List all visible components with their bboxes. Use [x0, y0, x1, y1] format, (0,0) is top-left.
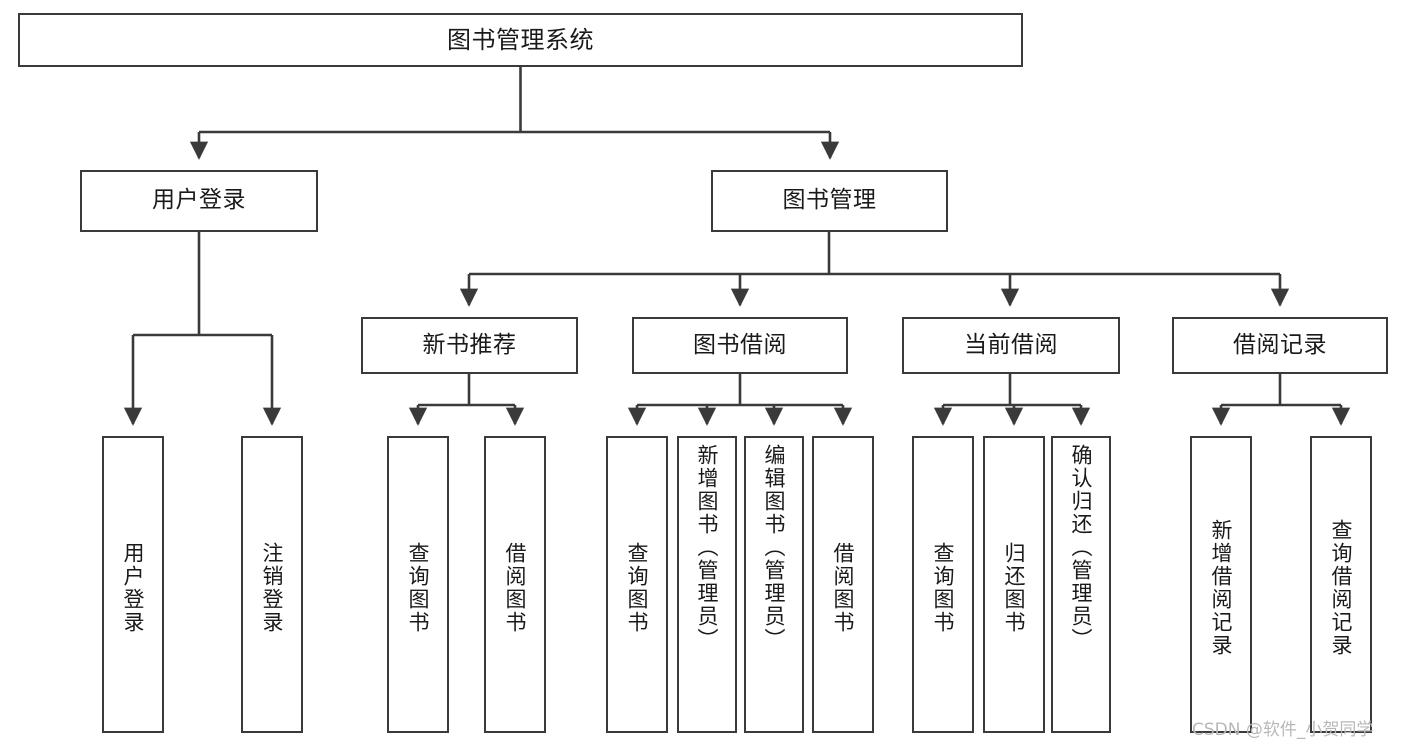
node-user-login-label: 用户登录	[152, 187, 246, 214]
node-leaf-confirm-return-label: 确认归还（管理员）	[1069, 444, 1094, 651]
node-borrow-record[interactable]: 借阅记录	[1172, 317, 1388, 374]
node-book-borrow-label: 图书借阅	[693, 331, 787, 358]
node-new-book-recommend-label: 新书推荐	[422, 331, 517, 358]
node-leaf-query-record[interactable]: 查询借阅记录	[1310, 436, 1372, 733]
node-leaf-logout[interactable]: 注销登录	[241, 436, 303, 733]
node-leaf-query-book-3-label: 查询图书	[931, 541, 956, 634]
node-leaf-query-book-2-label: 查询图书	[625, 541, 650, 634]
node-leaf-query-book-3[interactable]: 查询图书	[912, 436, 974, 733]
node-leaf-query-record-label: 查询借阅记录	[1329, 518, 1354, 657]
node-leaf-user-login-label: 用户登录	[121, 541, 146, 634]
node-leaf-borrow-book-1-label: 借阅图书	[503, 541, 528, 634]
node-leaf-query-book-2[interactable]: 查询图书	[606, 436, 668, 733]
node-leaf-add-record[interactable]: 新增借阅记录	[1190, 436, 1252, 733]
node-leaf-edit-book[interactable]: 编辑图书（管理员）	[744, 436, 804, 733]
node-leaf-return-book[interactable]: 归还图书	[983, 436, 1045, 733]
node-root[interactable]: 图书管理系统	[18, 13, 1023, 67]
watermark: CSDN @软件_小贺同学	[1192, 720, 1374, 740]
node-leaf-query-book-1-label: 查询图书	[406, 541, 431, 634]
node-current-borrow-label: 当前借阅	[964, 331, 1058, 358]
node-leaf-add-book[interactable]: 新增图书（管理员）	[677, 436, 737, 733]
node-leaf-borrow-book-2[interactable]: 借阅图书	[812, 436, 874, 733]
node-leaf-edit-book-label: 编辑图书（管理员）	[762, 444, 787, 651]
node-borrow-record-label: 借阅记录	[1233, 331, 1327, 358]
node-root-label: 图书管理系统	[447, 25, 594, 54]
node-leaf-add-book-label: 新增图书（管理员）	[695, 444, 720, 651]
node-user-login[interactable]: 用户登录	[80, 170, 318, 232]
node-leaf-confirm-return[interactable]: 确认归还（管理员）	[1051, 436, 1111, 733]
node-leaf-logout-label: 注销登录	[260, 541, 285, 634]
node-new-book-recommend[interactable]: 新书推荐	[361, 317, 578, 374]
node-leaf-borrow-book-2-label: 借阅图书	[831, 541, 856, 634]
node-leaf-add-record-label: 新增借阅记录	[1209, 518, 1234, 657]
node-leaf-query-book-1[interactable]: 查询图书	[387, 436, 449, 733]
node-book-borrow[interactable]: 图书借阅	[632, 317, 848, 374]
node-leaf-borrow-book-1[interactable]: 借阅图书	[484, 436, 546, 733]
node-leaf-return-book-label: 归还图书	[1002, 541, 1027, 634]
node-book-manage-label: 图书管理	[782, 187, 877, 214]
node-leaf-user-login[interactable]: 用户登录	[102, 436, 164, 733]
node-book-manage[interactable]: 图书管理	[711, 170, 948, 232]
node-current-borrow[interactable]: 当前借阅	[902, 317, 1120, 374]
